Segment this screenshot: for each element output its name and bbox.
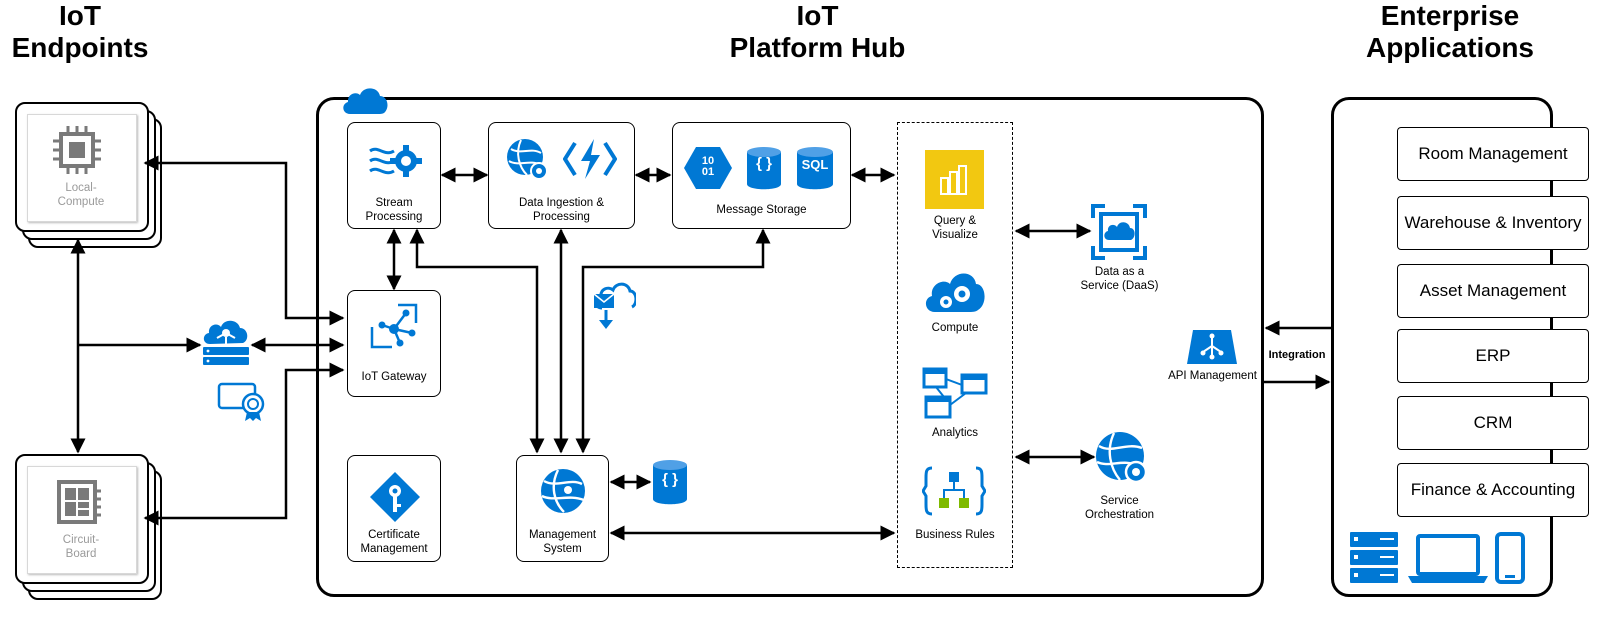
cloud-services-compute-icon[interactable] (922, 266, 986, 316)
key-vault-icon (370, 472, 420, 522)
data-ingestion-box[interactable]: Data Ingestion &Processing (488, 122, 635, 229)
laptop-icon (1408, 534, 1488, 583)
circuit-board-icon (57, 480, 101, 524)
mobile-phone-icon (1495, 532, 1525, 584)
message-storage-label: Message Storage (716, 204, 807, 216)
azure-functions-icon (563, 139, 617, 179)
daas-icon[interactable] (1091, 204, 1147, 260)
query-visualize-label: Query &Visualize (932, 215, 978, 241)
globe-gear-icon (507, 139, 548, 180)
service-orchestration-icon[interactable] (1094, 430, 1150, 486)
binary-hexagon-icon (684, 147, 732, 189)
chip-icon (53, 126, 101, 174)
sql-database-icon (797, 147, 833, 190)
iot-gateway-box[interactable]: IoT Gateway (347, 290, 441, 397)
management-database-icon-text: { } (662, 471, 678, 488)
server-icon (1350, 532, 1398, 583)
app-finance-accounting[interactable]: Finance & Accounting (1397, 463, 1589, 517)
app-crm[interactable]: CRM (1397, 396, 1589, 450)
analytics-services-group (897, 122, 1013, 568)
iot-hub-icon (370, 303, 418, 349)
analytics-icon[interactable] (922, 367, 988, 419)
app-erp[interactable]: ERP (1397, 329, 1589, 383)
data-ingestion-label: Data Ingestion &Processing (518, 197, 605, 223)
app-asset-management[interactable]: Asset Management (1397, 264, 1589, 318)
certificate-icon (217, 382, 265, 421)
sql-icon-text: SQL (801, 157, 829, 172)
api-management-icon[interactable] (1187, 330, 1237, 364)
cosmos-db-icon-text: { } (756, 155, 772, 172)
cloud-gateway-icon[interactable] (200, 318, 252, 368)
local-compute-label: Local-Compute (57, 182, 105, 208)
app-warehouse-inventory[interactable]: Warehouse & Inventory (1397, 196, 1589, 250)
logic-apps-icon[interactable] (922, 466, 986, 516)
iot-gateway-label: IoT Gateway (361, 371, 427, 383)
circuit-board-label: Circuit-Board (62, 534, 100, 560)
integration-label: Integration (1268, 349, 1326, 361)
compute-label: Compute (931, 322, 979, 334)
storage-queue-icon (593, 282, 636, 329)
app-room-management[interactable]: Room Management (1397, 127, 1589, 181)
stream-processing-icon (369, 145, 422, 177)
management-globe-icon (541, 469, 585, 513)
api-management-label: API Management (1168, 370, 1257, 382)
analytics-label: Analytics (931, 427, 979, 439)
business-rules-label: Business Rules (915, 529, 995, 541)
power-bi-icon[interactable] (925, 150, 984, 209)
cosmos-db-icon (747, 147, 781, 190)
cloud-icon (343, 88, 388, 114)
management-database-icon (653, 460, 687, 505)
